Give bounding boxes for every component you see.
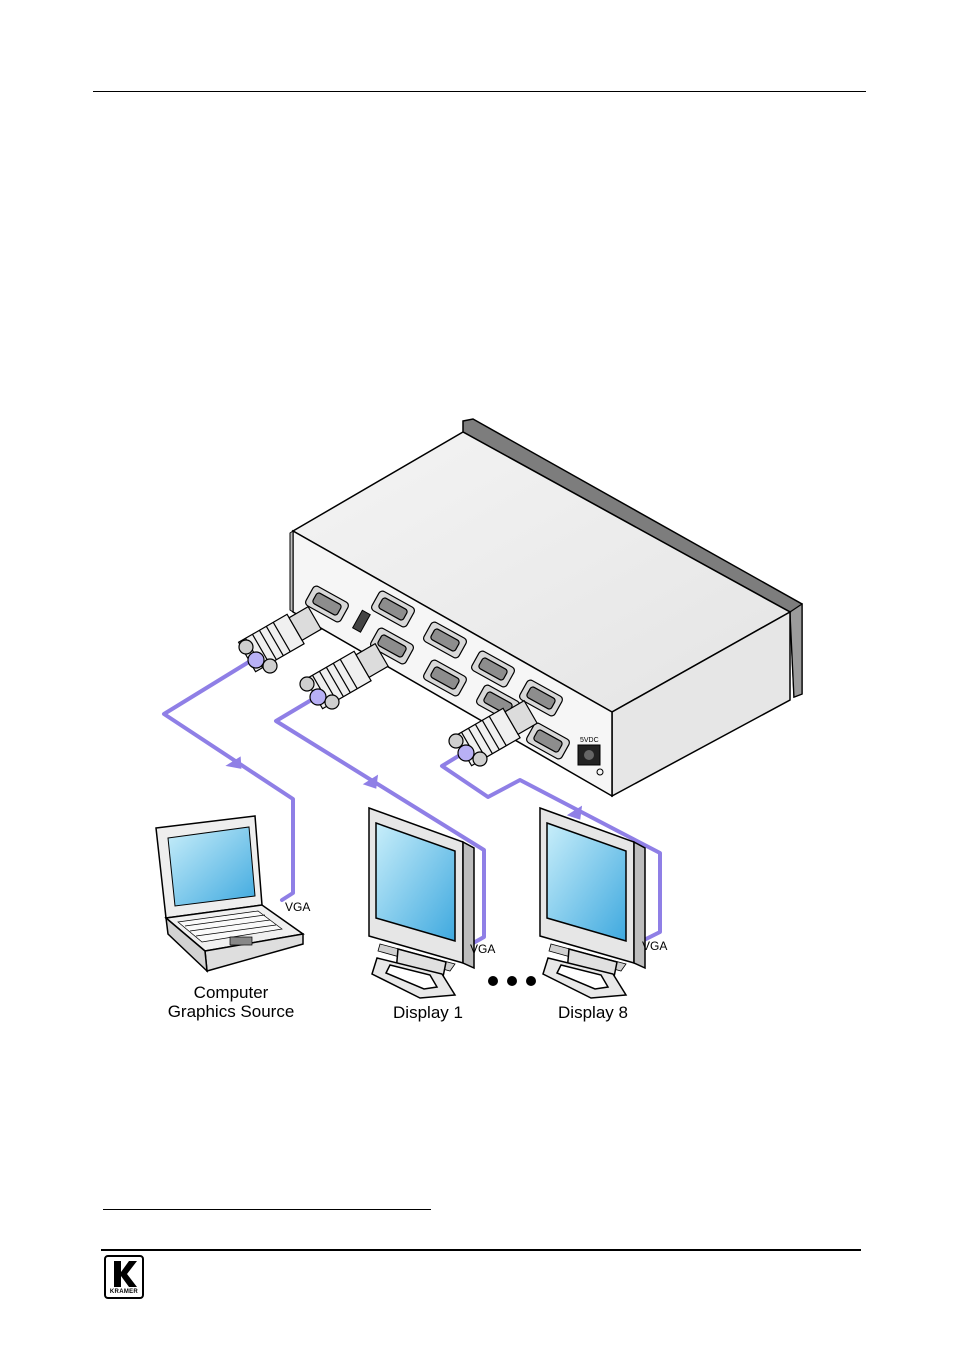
source-label-line1: Computer — [151, 984, 311, 1001]
ellipsis-dots-icon — [488, 976, 536, 986]
source-label-line2: Graphics Source — [151, 1003, 311, 1020]
power-label: 5VDC — [580, 737, 599, 744]
display8-label: Display 8 — [543, 1004, 643, 1021]
distribution-amplifier-icon: 5VDC — [290, 419, 802, 796]
cable-label-display8: VGA — [642, 940, 667, 952]
monitor-icon — [369, 808, 474, 998]
source-label: Computer Graphics Source — [151, 984, 311, 1020]
laptop-icon — [156, 816, 303, 971]
cable-label-source: VGA — [285, 901, 310, 913]
display1-label: Display 1 — [378, 1004, 478, 1021]
kramer-logo: KRAMER — [104, 1255, 144, 1299]
kramer-logo-text: KRAMER — [106, 1289, 142, 1295]
cable-label-display1: VGA — [470, 943, 495, 955]
kramer-logo-mark — [109, 1259, 141, 1289]
